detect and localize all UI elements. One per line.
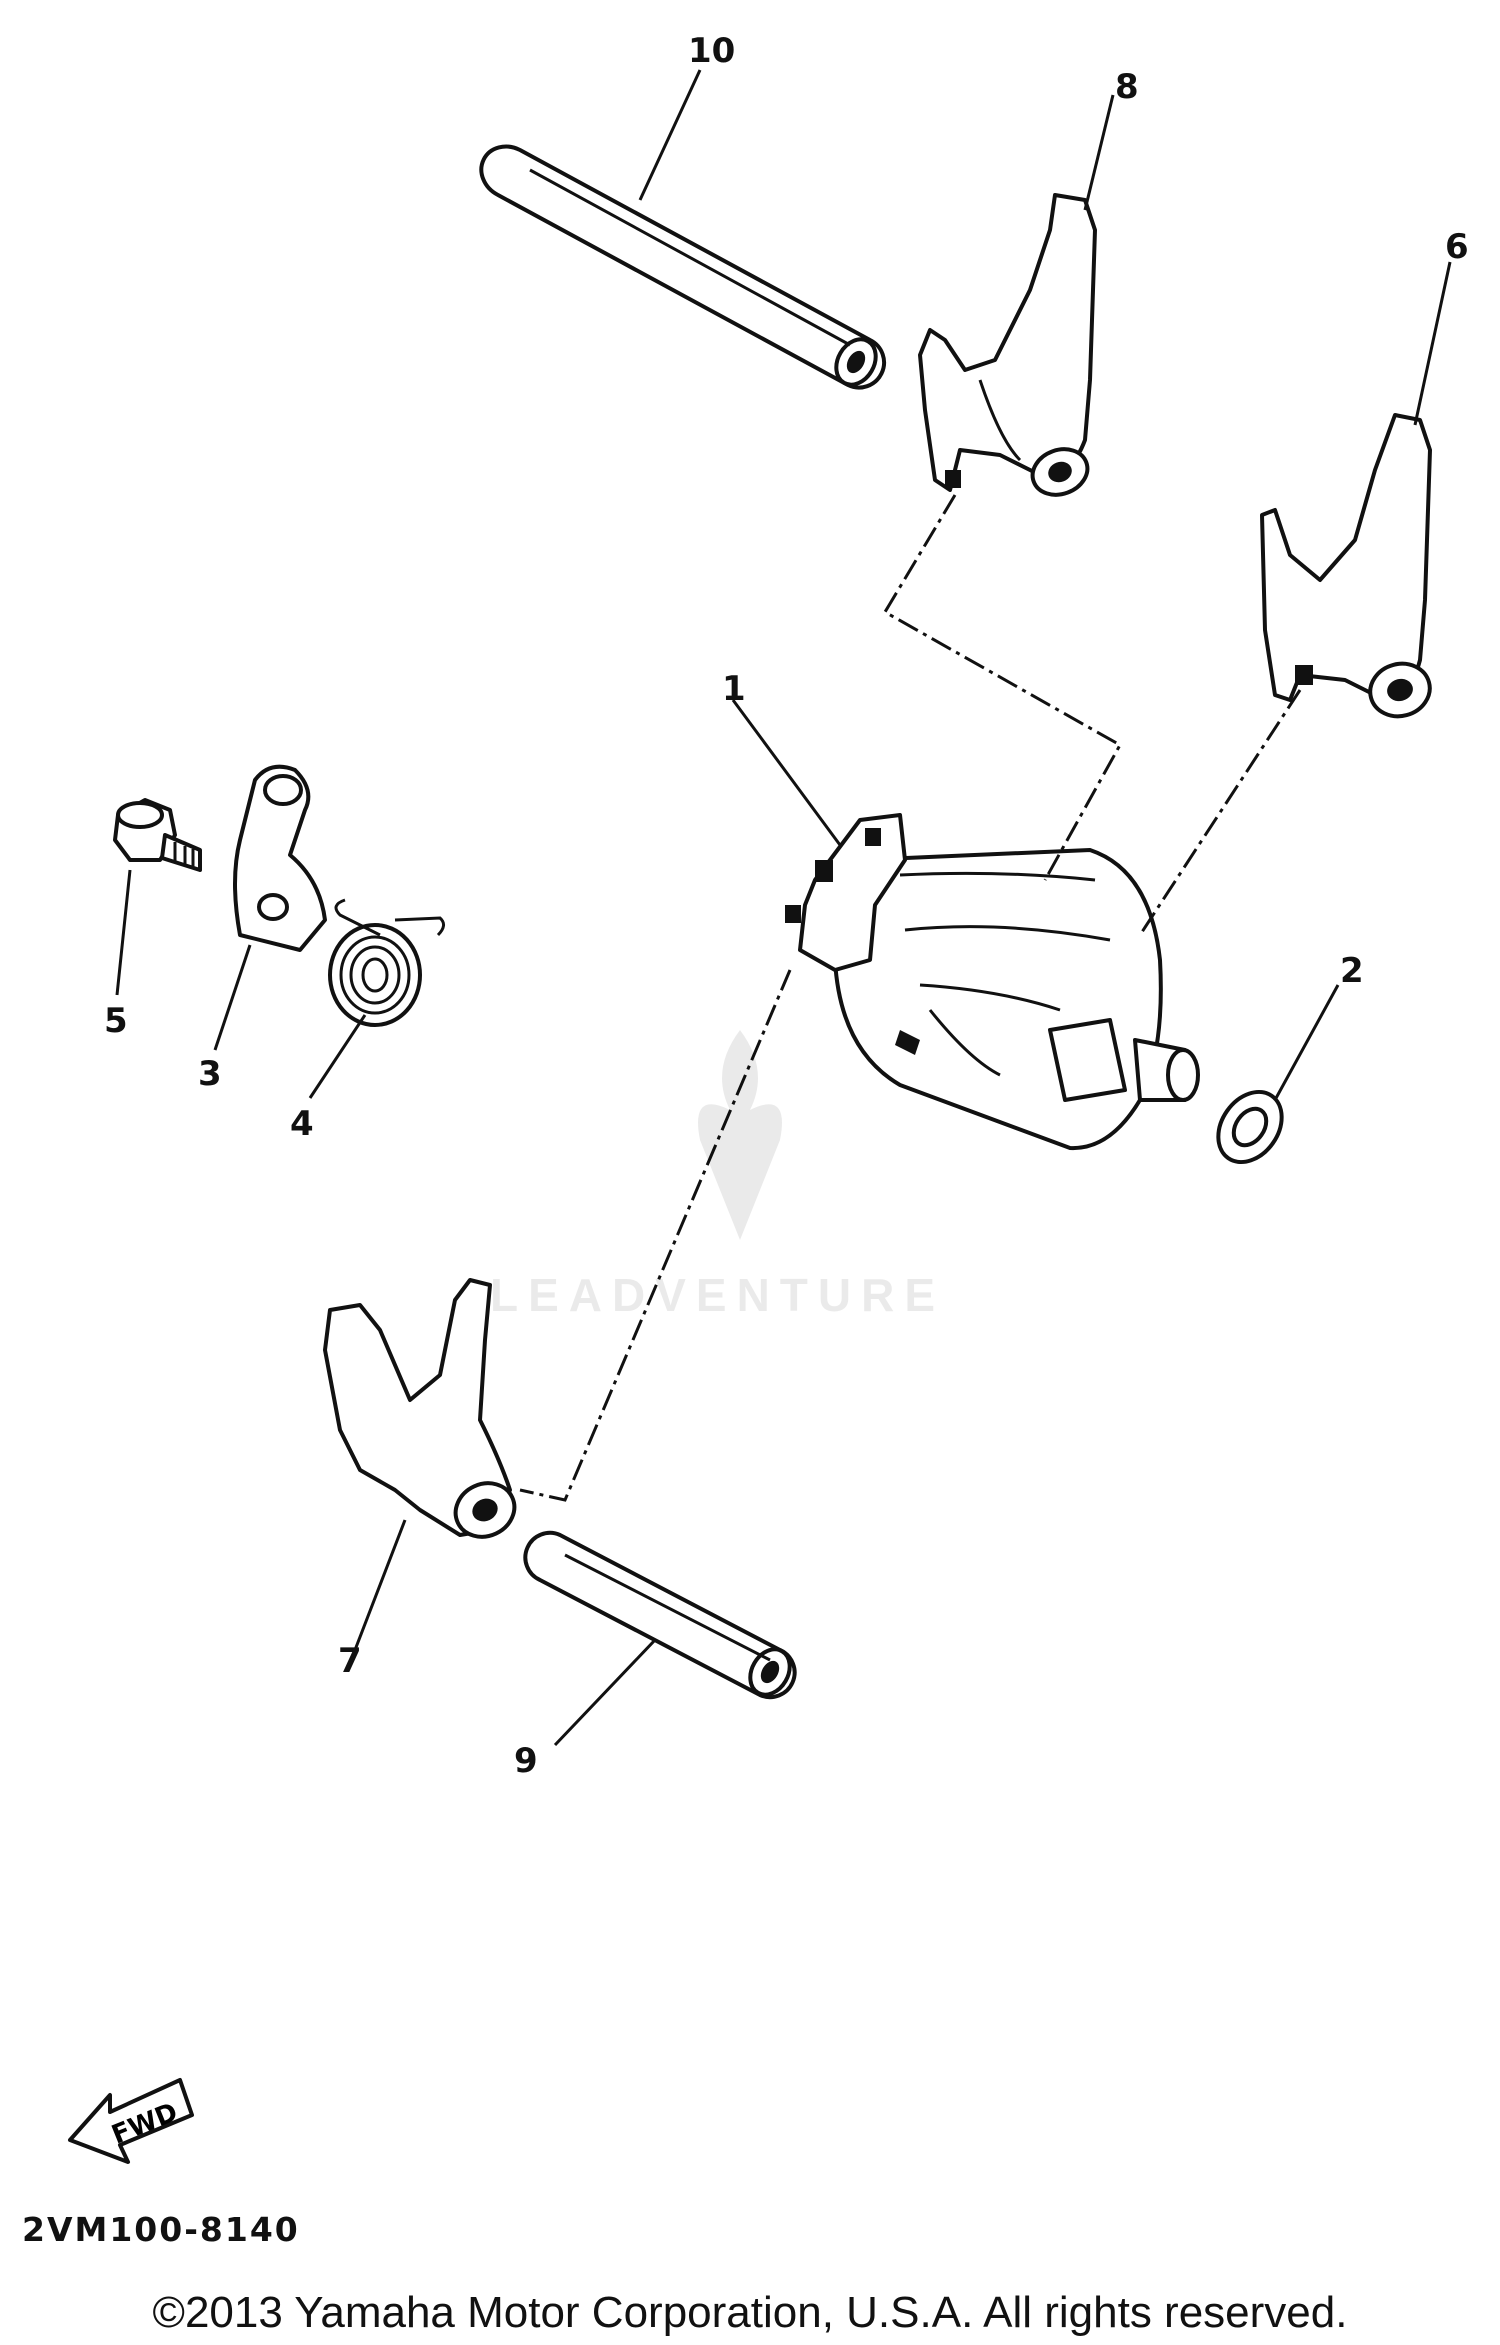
- callout-5: 5: [104, 1001, 128, 1041]
- part-10-shaft[interactable]: [479, 144, 887, 392]
- leader-7: [353, 1519, 407, 1651]
- callout-7: 7: [338, 1641, 362, 1681]
- leader-10: [638, 69, 702, 201]
- callout-4: 4: [290, 1104, 314, 1144]
- leader-1: [731, 699, 842, 846]
- fwd-arrow-icon: FWD: [68, 2078, 194, 2164]
- leader-4: [308, 1014, 367, 1099]
- part-5-bolt[interactable]: [113, 798, 202, 872]
- callout-8: 8: [1115, 67, 1139, 107]
- callout-10: 10: [688, 31, 735, 71]
- assembly-line-fork-8: [882, 494, 1123, 881]
- part-3-stopper-lever[interactable]: [233, 764, 327, 952]
- part-9-shaft[interactable]: [523, 1530, 797, 1702]
- leader-9: [553, 1638, 657, 1747]
- part-2-washer[interactable]: [1205, 1080, 1294, 1174]
- callout-3: 3: [198, 1054, 222, 1094]
- callout-2: 2: [1340, 951, 1364, 991]
- watermark-text: LEADVENTURE: [490, 1269, 946, 1321]
- assembly-line-fork-7: [519, 969, 792, 1502]
- part-7-shift-fork[interactable]: [323, 1278, 523, 1546]
- leader-5: [115, 869, 132, 996]
- leader-6: [1413, 261, 1452, 426]
- leader-8: [1083, 94, 1115, 211]
- part-1-shift-drum[interactable]: [785, 813, 1200, 1151]
- part-4-torsion-spring[interactable]: [328, 898, 445, 1027]
- part-6-shift-fork[interactable]: [1260, 413, 1436, 723]
- callout-9: 9: [514, 1741, 538, 1781]
- part-8-shift-fork[interactable]: [918, 193, 1097, 502]
- assembly-line-fork-6: [1138, 689, 1302, 936]
- diagram-code: 2VM100-8140: [22, 2210, 300, 2249]
- callout-1: 1: [722, 669, 746, 709]
- leader-3: [213, 944, 252, 1051]
- callout-6: 6: [1445, 227, 1469, 267]
- watermark-logo-icon: [698, 1030, 782, 1240]
- copyright-notice: ©2013 Yamaha Motor Corporation, U.S.A. A…: [152, 2288, 1348, 2337]
- leader-2: [1273, 984, 1340, 1101]
